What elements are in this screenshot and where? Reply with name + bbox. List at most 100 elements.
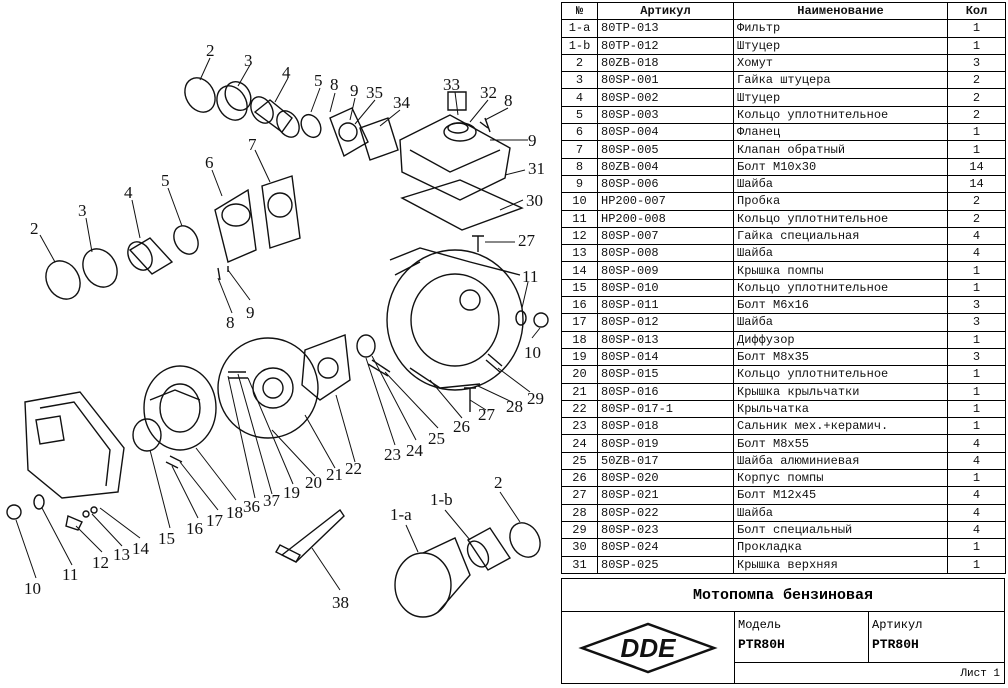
callout-9-top: 9 xyxy=(350,81,359,100)
callout-11-right: 11 xyxy=(522,267,538,286)
cell-no: 26 xyxy=(561,469,598,488)
cell-name: Фланец xyxy=(733,123,948,142)
cell-article: 80SP-012 xyxy=(597,313,734,332)
cell-qty: 14 xyxy=(947,174,1006,194)
cell-qty: 1 xyxy=(947,330,1006,349)
model-cell: Модель PTR80H xyxy=(735,612,869,663)
callout-16: 16 xyxy=(186,519,203,538)
cell-name: Фильтр xyxy=(733,19,948,38)
article-cell: Артикул PTR80H xyxy=(869,612,1004,663)
header-article: Артикул xyxy=(597,1,734,21)
callout-4-left: 4 xyxy=(124,183,133,202)
cell-name: Болт М6х16 xyxy=(733,296,948,315)
cell-qty: 2 xyxy=(947,105,1006,125)
cell-article: 80SP-007 xyxy=(597,226,734,246)
cell-name: Болт М8х55 xyxy=(733,434,948,453)
cell-article: 80TP-013 xyxy=(597,19,734,38)
cell-qty: 4 xyxy=(947,451,1006,471)
callout-30: 30 xyxy=(526,191,543,210)
cell-no: 25 xyxy=(561,451,598,471)
cell-article: 80SP-017-1 xyxy=(597,399,734,419)
cell-no: 19 xyxy=(561,347,598,367)
cell-name: Штуцер xyxy=(733,36,948,55)
cell-no: 3 xyxy=(561,71,598,90)
callout-5-top: 5 xyxy=(314,71,323,90)
brand-logo: DDE xyxy=(562,612,735,683)
cell-article: 80SP-025 xyxy=(597,555,734,574)
cell-article: HP200-007 xyxy=(597,192,734,211)
callout-1b: 1-b xyxy=(430,490,453,509)
cell-name: Болт М10х30 xyxy=(733,157,948,176)
cell-no: 17 xyxy=(561,313,598,332)
cell-no: 11 xyxy=(561,209,598,228)
callout-14: 14 xyxy=(132,539,150,558)
cell-qty: 3 xyxy=(947,296,1006,315)
callout-2-top: 2 xyxy=(206,41,215,60)
callout-8-mid: 8 xyxy=(226,313,235,332)
cell-no: 1-b xyxy=(561,36,598,55)
cell-article: 80SP-013 xyxy=(597,330,734,349)
cell-article: 80ZB-018 xyxy=(597,53,734,73)
model-value: PTR80H xyxy=(738,637,785,652)
cell-name: Шайба xyxy=(733,244,948,263)
cell-article: 80SP-010 xyxy=(597,278,734,298)
callout-4-top: 4 xyxy=(282,63,291,82)
cell-no: 18 xyxy=(561,330,598,349)
callout-27-bottom: 27 xyxy=(478,405,496,424)
callout-34: 34 xyxy=(393,93,411,112)
cell-qty: 1 xyxy=(947,555,1006,574)
callout-2-bottom: 2 xyxy=(494,473,503,492)
callout-32: 32 xyxy=(480,83,497,102)
callout-3-top: 3 xyxy=(244,51,253,70)
cell-qty: 1 xyxy=(947,19,1006,38)
cell-name: Болт специальный xyxy=(733,520,948,540)
cell-qty: 1 xyxy=(947,417,1006,436)
cell-article: 80SP-001 xyxy=(597,71,734,90)
callout-24: 24 xyxy=(406,441,424,460)
callout-labels: 2 3 4 5 8 9 35 34 33 32 8 9 31 30 6 7 5 … xyxy=(24,41,545,612)
callout-15: 15 xyxy=(158,529,175,548)
cell-article: 80SP-004 xyxy=(597,123,734,142)
cell-qty: 1 xyxy=(947,399,1006,419)
cell-no: 9 xyxy=(561,174,598,194)
cell-no: 15 xyxy=(561,278,598,298)
cell-name: Шайба xyxy=(733,503,948,522)
cell-no: 31 xyxy=(561,555,598,574)
cell-article: 80SP-002 xyxy=(597,88,734,107)
cell-name: Гайка штуцера xyxy=(733,71,948,90)
cell-article: 80SP-018 xyxy=(597,417,734,436)
cell-article: 80SP-019 xyxy=(597,434,734,453)
cell-name: Кольцо уплотнительное xyxy=(733,209,948,228)
model-label: Модель xyxy=(738,618,782,632)
cell-name: Хомут xyxy=(733,53,948,73)
exploded-view-svg: 2 3 4 5 8 9 35 34 33 32 8 9 31 30 6 7 5 … xyxy=(6,41,549,618)
cell-no: 16 xyxy=(561,296,598,315)
table-header-row: № Артикул Наименование Кол xyxy=(561,1,1006,21)
cell-article: 80SP-011 xyxy=(597,296,734,315)
cell-qty: 2 xyxy=(947,192,1006,211)
callout-17: 17 xyxy=(206,511,224,530)
cell-name: Диффузор xyxy=(733,330,948,349)
cell-no: 4 xyxy=(561,88,598,107)
callout-9-mid: 9 xyxy=(246,303,255,322)
callout-8-top: 8 xyxy=(330,75,339,94)
callout-25: 25 xyxy=(428,429,445,448)
cell-article: 80SP-022 xyxy=(597,503,734,522)
